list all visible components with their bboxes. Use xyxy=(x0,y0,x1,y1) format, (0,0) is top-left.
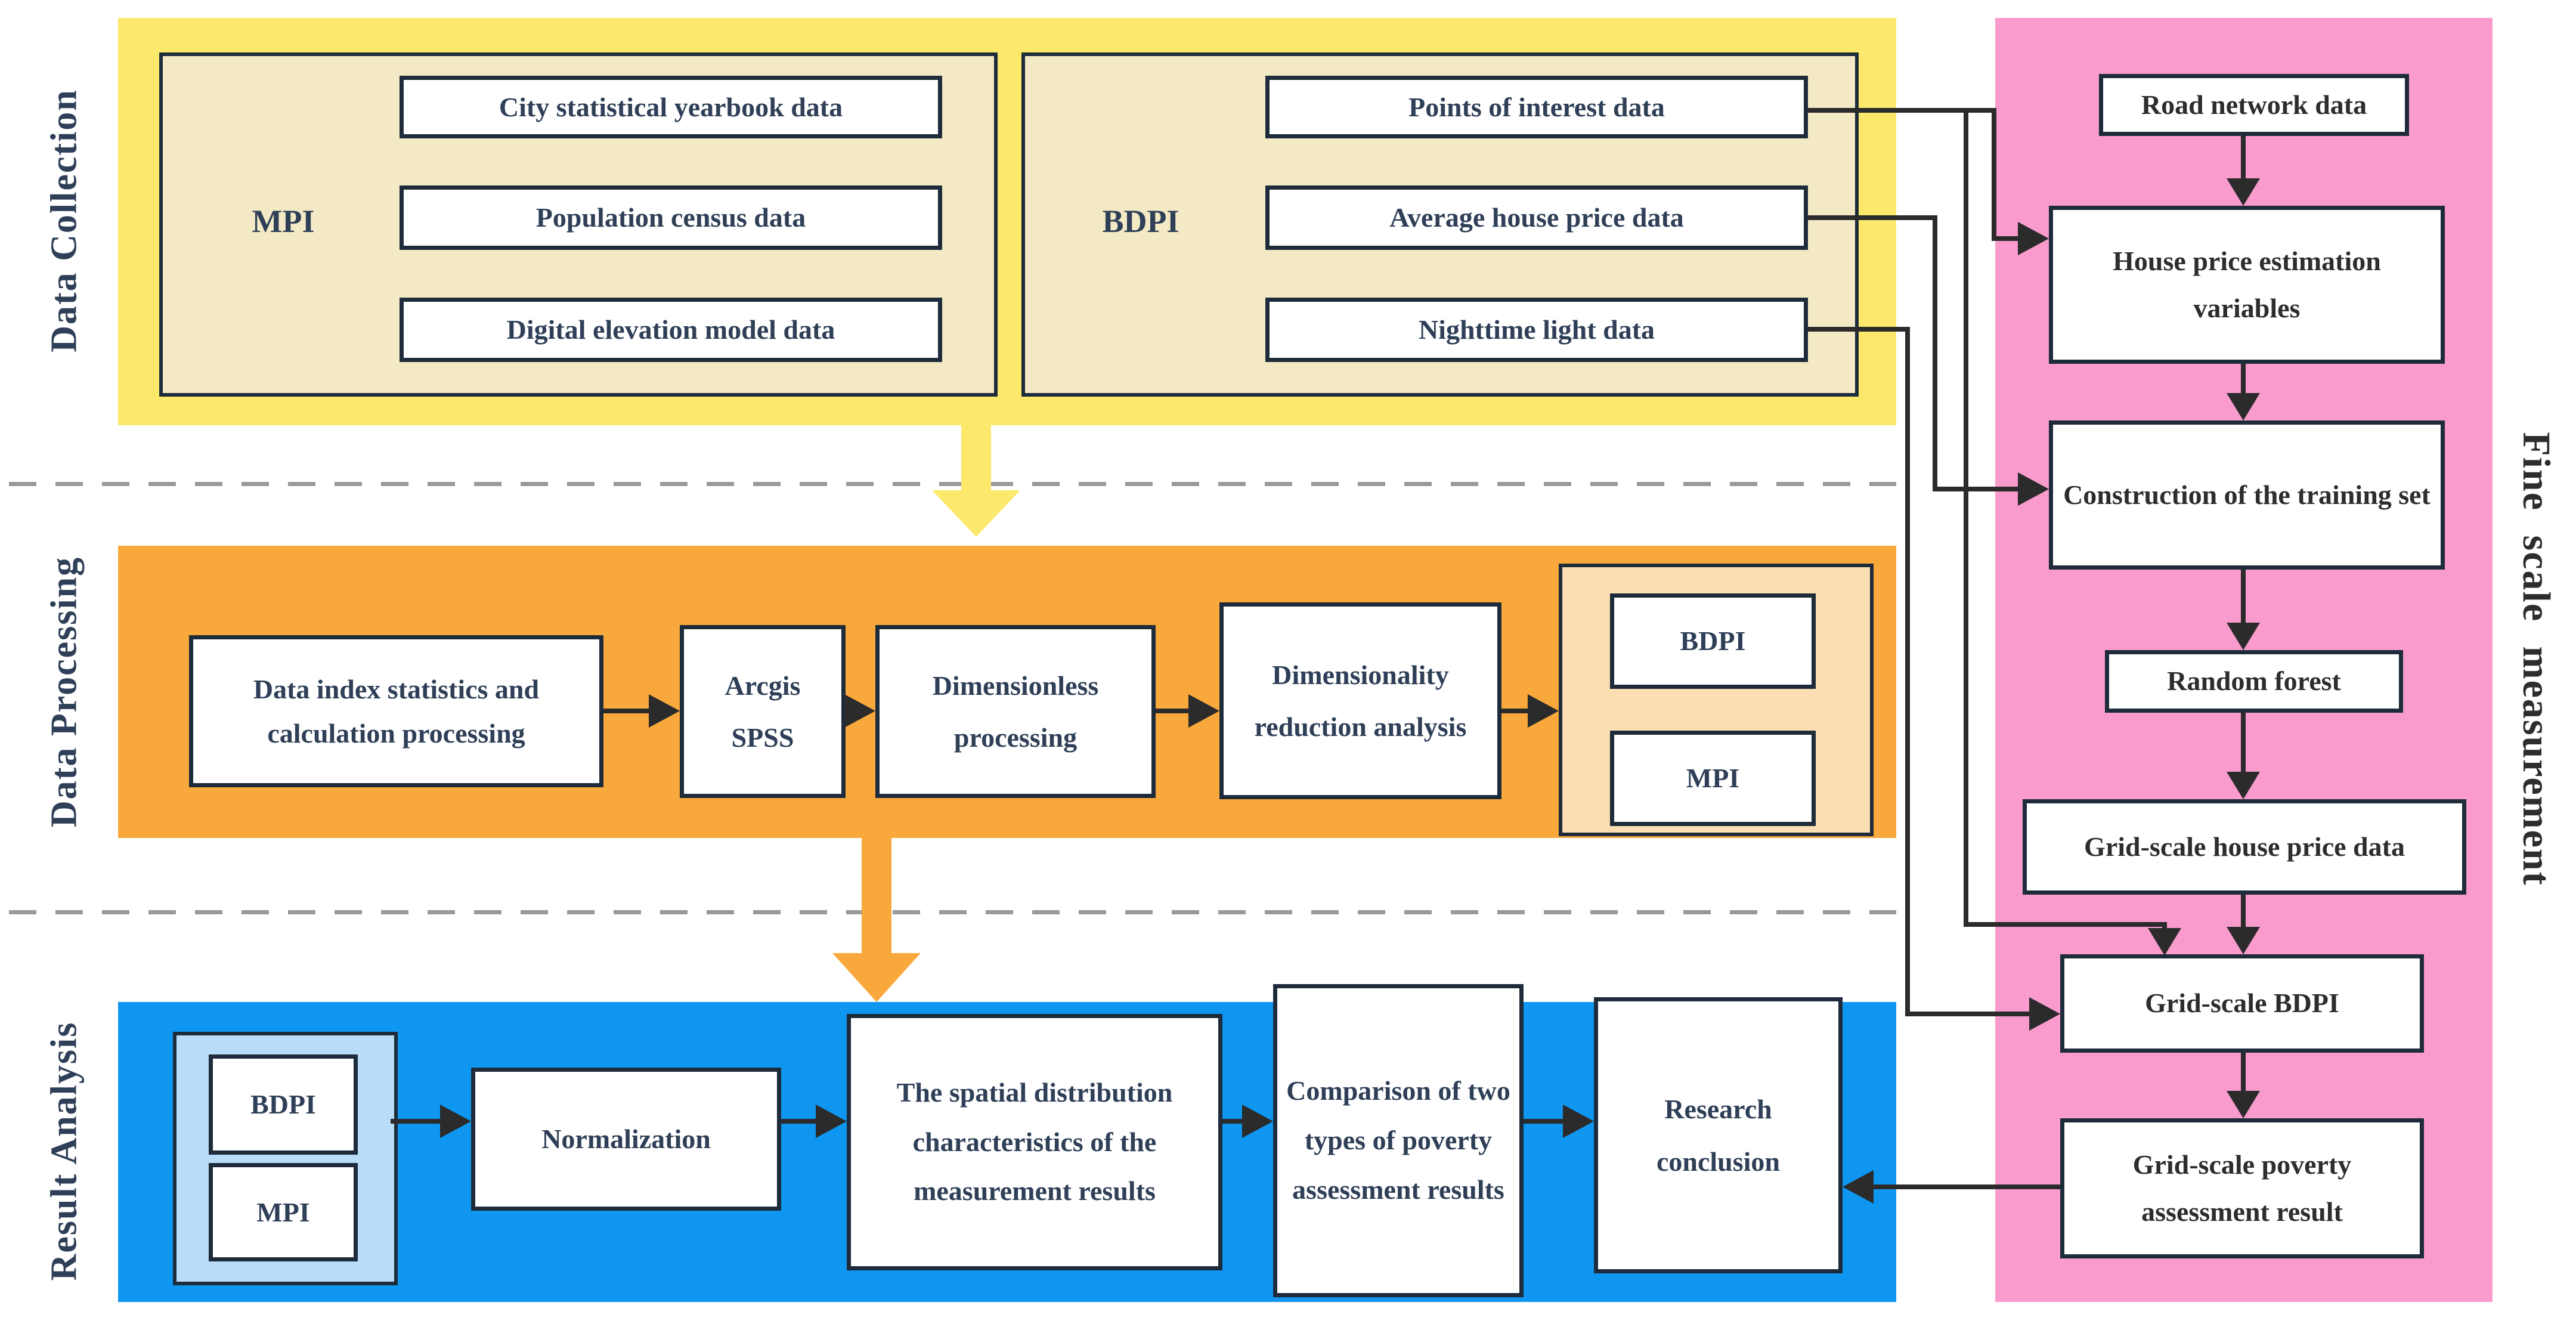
connector-poi-branch-drop xyxy=(2162,922,2167,932)
mpi-item-digital-elevation: Digital elevation model data xyxy=(400,298,942,362)
connector-training-to-forest xyxy=(2241,570,2246,624)
arrowhead-housevars-to-training xyxy=(2227,393,2260,420)
connector-reduction-to-outputs xyxy=(1501,709,1528,713)
arrowhead-gridbdpi-to-poverty xyxy=(2227,1091,2260,1118)
processing-step-arcgis-spss: Arcgis SPSS xyxy=(680,625,846,798)
connector-road-to-housevars xyxy=(2241,136,2246,181)
connector-poi-branch-down xyxy=(1964,108,1968,927)
fine-scale-step-grid-poverty-result: Grid-scale poverty assessment result xyxy=(2060,1118,2424,1258)
arrowhead-index-to-arcgis xyxy=(649,694,680,728)
bdpi-item-poi: Points of interest data xyxy=(1265,76,1808,138)
arrowhead-dimensionless-to-reduction xyxy=(1188,694,1219,728)
arrowhead-poi-into-housevars xyxy=(2018,222,2049,255)
analysis-step-normalization: Normalization xyxy=(471,1068,781,1211)
analysis-input-mpi: MPI xyxy=(209,1163,358,1261)
connector-comparison-to-conclusion xyxy=(1524,1119,1563,1124)
arrowhead-inputs-to-normalization xyxy=(440,1105,471,1138)
mpi-item-population-census: Population census data xyxy=(400,185,942,250)
connector-poi-branch-across xyxy=(1964,922,2167,927)
arrowhead-poverty-into-conclusion xyxy=(1843,1170,1874,1204)
arrowhead-forest-to-gridhouse xyxy=(2227,772,2260,799)
connector-housevars-to-training xyxy=(2241,364,2246,395)
connector-avgprice-down xyxy=(1933,215,1937,491)
connector-poi-into-housevars xyxy=(1992,236,2018,241)
arrowhead-road-to-housevars xyxy=(2227,178,2260,206)
mpi-item-city-yearbook: City statistical yearbook data xyxy=(400,76,942,138)
fine-scale-step-grid-bdpi: Grid-scale BDPI xyxy=(2060,954,2424,1053)
arrowhead-normalization-to-spatial xyxy=(816,1105,847,1138)
dashed-separator-bottom xyxy=(9,910,1896,914)
connector-inputs-to-normalization xyxy=(391,1119,442,1124)
connector-gridhouse-to-gridbdpi xyxy=(2241,895,2246,929)
arrowhead-poi-branch-into-gridbdpi xyxy=(2148,928,2181,955)
section-label-result-analysis: Result Analysis xyxy=(44,1021,85,1281)
analysis-step-spatial-distribution: The spatial distribution characteristics… xyxy=(847,1014,1222,1270)
arrowhead-arcgis-to-dimensionless xyxy=(844,694,875,728)
bdpi-item-nighttime-light: Nighttime light data xyxy=(1265,298,1808,362)
analysis-step-comparison: Comparison of two types of poverty asses… xyxy=(1273,984,1524,1297)
analysis-input-bdpi: BDPI xyxy=(209,1054,358,1155)
arrowhead-spatial-to-comparison xyxy=(1242,1105,1273,1138)
block-arrowhead-collection-to-processing xyxy=(932,490,1020,537)
connector-poverty-to-conclusion xyxy=(1874,1184,2060,1189)
connector-poi-out xyxy=(1808,108,1996,113)
fine-scale-step-grid-house-price: Grid-scale house price data xyxy=(2023,799,2466,895)
connector-forest-to-gridhouse xyxy=(2241,713,2246,773)
connector-normalization-to-spatial xyxy=(781,1119,816,1124)
connector-poi-down xyxy=(1992,108,1996,241)
arrowhead-reduction-to-outputs xyxy=(1528,694,1559,728)
arrowhead-nightlight-into-gridbdpi xyxy=(2029,997,2060,1031)
block-arrowhead-processing-to-analysis xyxy=(832,953,921,1002)
connector-gridbdpi-to-poverty xyxy=(2241,1053,2246,1093)
bdpi-group-label: BDPI xyxy=(1102,203,1179,239)
dashed-separator-top xyxy=(9,482,1896,486)
section-label-fine-scale: Fine scale measurement xyxy=(2515,432,2558,886)
connector-avgprice-into-training xyxy=(1933,487,2018,491)
connector-index-to-arcgis xyxy=(603,709,649,713)
processing-step-dimensionless: Dimensionless processing xyxy=(875,625,1156,798)
arrowhead-training-to-forest xyxy=(2227,623,2260,650)
fine-scale-step-road-network: Road network data xyxy=(2099,74,2409,136)
block-arrow-collection-to-processing xyxy=(961,425,991,490)
connector-nightlight-down xyxy=(1905,327,1910,1016)
section-label-data-collection: Data Collection xyxy=(44,89,85,352)
bdpi-item-house-price: Average house price data xyxy=(1265,185,1808,250)
arrowhead-avgprice-into-training xyxy=(2018,472,2049,506)
fine-scale-step-random-forest: Random forest xyxy=(2105,650,2403,713)
connector-avgprice-out xyxy=(1808,215,1937,220)
processing-step-index-statistics: Data index statistics and calculation pr… xyxy=(189,635,603,787)
connector-nightlight-into-gridbdpi xyxy=(1905,1012,2029,1016)
section-label-data-processing: Data Processing xyxy=(44,556,85,828)
mpi-group-label: MPI xyxy=(252,203,315,239)
processing-step-dimensionality-reduction: Dimensionality reduction analysis xyxy=(1219,602,1501,799)
connector-spatial-to-comparison xyxy=(1222,1119,1242,1124)
connector-dimensionless-to-reduction xyxy=(1156,709,1188,713)
block-arrow-processing-to-analysis xyxy=(862,838,891,953)
processing-output-bdpi: BDPI xyxy=(1610,593,1816,689)
connector-nightlight-out xyxy=(1808,327,1910,332)
processing-output-mpi: MPI xyxy=(1610,731,1816,826)
fine-scale-step-training-set: Construction of the training set xyxy=(2049,420,2445,570)
arrowhead-comparison-to-conclusion xyxy=(1563,1105,1594,1138)
analysis-step-research-conclusion: Research conclusion xyxy=(1594,997,1843,1273)
fine-scale-step-house-price-variables: House price estimation variables xyxy=(2049,206,2445,364)
arrowhead-gridhouse-to-gridbdpi xyxy=(2227,927,2260,954)
